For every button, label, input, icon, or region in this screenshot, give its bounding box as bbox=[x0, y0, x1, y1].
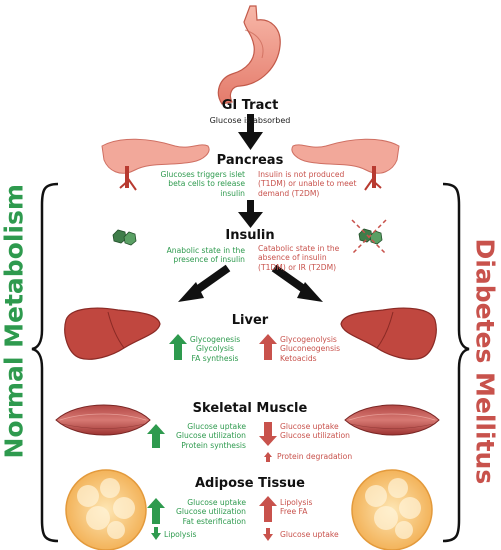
down-left-arrow-icon bbox=[178, 264, 231, 302]
pancreas-diabetes-text: Insulin is not produced (T1DM) or unable… bbox=[258, 170, 368, 198]
up-arrow-icon bbox=[147, 424, 165, 448]
down-right-arrow-icon bbox=[271, 264, 323, 302]
left-brace-icon bbox=[31, 182, 59, 543]
down-arrow-icon bbox=[259, 422, 277, 446]
adipose-normal-down-text: Lipolysis bbox=[164, 530, 197, 539]
insulin-diabetes-line: (T1DM) or IR (T2DM) bbox=[258, 262, 337, 272]
adipose-normal-line: Glucose utilization bbox=[176, 507, 246, 517]
liver-diabetes-line: Glycogenolysis bbox=[280, 335, 337, 344]
up-arrow-icon bbox=[169, 334, 187, 360]
down-arrow-icon bbox=[238, 114, 263, 150]
insulin-normal-text: Anabolic state in the presence of insuli… bbox=[140, 246, 245, 265]
insulin-normal-line: presence of insulin bbox=[173, 255, 245, 265]
muscle-icon bbox=[55, 404, 151, 436]
gi-tract-subtitle: Glucose is absorbed bbox=[209, 116, 291, 125]
pancreas-diabetes-line: (T1DM) or unable to meet bbox=[258, 179, 357, 189]
pancreas-normal-text: Glucoses triggers islet beta cells to re… bbox=[140, 170, 245, 198]
muscle-normal-line: Glucose uptake bbox=[187, 422, 246, 431]
muscle-diabetes-text: Glucose uptake Glucose utilization bbox=[280, 422, 370, 441]
down-arrow-icon bbox=[263, 528, 273, 541]
liver-icon bbox=[340, 307, 437, 360]
muscle-normal-line: Glucose utilization bbox=[176, 431, 246, 441]
stomach-icon bbox=[217, 5, 281, 105]
liver-diabetes-line: Gluconeogensis bbox=[280, 344, 341, 354]
insulin-hexagon-icon bbox=[112, 229, 137, 246]
muscle-normal-text: Glucose uptake Glucose utilization Prote… bbox=[164, 422, 246, 450]
adipose-normal-text: Glucose uptake Glucose utilization Fat e… bbox=[164, 498, 246, 526]
adipose-normal-line: Glucose uptake bbox=[187, 498, 246, 507]
insulin-title: Insulin bbox=[225, 228, 275, 243]
liver-normal-line: FA synthesis bbox=[191, 353, 239, 363]
cross-icon bbox=[351, 219, 387, 255]
liver-diabetes-line: Ketoacids bbox=[280, 353, 317, 363]
normal-metabolism-label: Normal Metabolism bbox=[0, 184, 29, 459]
liver-title: Liver bbox=[231, 313, 269, 328]
muscle-diabetes-line: Glucose uptake bbox=[280, 422, 339, 431]
liver-icon bbox=[64, 307, 161, 360]
muscle-title: Skeletal Muscle bbox=[192, 401, 308, 416]
liver-normal-text: Glycogenesis Glycolysis FA synthesis bbox=[185, 335, 245, 363]
down-arrow-icon bbox=[151, 527, 161, 540]
pancreas-normal-line: Glucoses triggers islet bbox=[160, 170, 245, 179]
pancreas-diabetes-line: demand (T2DM) bbox=[258, 188, 320, 198]
pancreas-normal-line: beta cells to release bbox=[168, 179, 245, 189]
gi-tract-title: GI Tract bbox=[221, 98, 279, 113]
diabetes-mellitus-label: Diabetes Mellitus bbox=[470, 238, 500, 485]
insulin-diabetes-line: absence of insulin bbox=[258, 253, 327, 263]
up-arrow-icon bbox=[264, 452, 272, 462]
pancreas-normal-line: insulin bbox=[220, 188, 245, 198]
pancreas-diabetes-line: Insulin is not produced bbox=[258, 170, 345, 179]
adipose-diabetes-line: Lipolysis bbox=[280, 498, 313, 507]
up-arrow-icon bbox=[259, 334, 277, 360]
muscle-diabetes-up-text: Protein degradation bbox=[277, 452, 353, 461]
adipose-title: Adipose Tissue bbox=[194, 476, 305, 491]
insulin-diabetes-text: Catabolic state in the absence of insuli… bbox=[258, 244, 368, 272]
up-arrow-icon bbox=[259, 496, 277, 522]
muscle-icon bbox=[344, 404, 440, 436]
insulin-normal-line: Anabolic state in the bbox=[166, 246, 245, 255]
fat-cell-icon bbox=[65, 469, 147, 550]
liver-diabetes-text: Glycogenolysis Gluconeogensis Ketoacids bbox=[280, 335, 370, 363]
adipose-diabetes-down-text: Glucose uptake bbox=[280, 530, 339, 539]
down-arrow-icon bbox=[238, 200, 263, 228]
liver-normal-line: Glycolysis bbox=[196, 344, 234, 354]
pancreas-icon bbox=[291, 138, 400, 191]
muscle-diabetes-line: Glucose utilization bbox=[280, 431, 350, 441]
up-arrow-icon bbox=[147, 498, 165, 524]
pancreas-icon bbox=[101, 138, 210, 191]
pancreas-title: Pancreas bbox=[216, 153, 284, 168]
muscle-normal-line: Protein synthesis bbox=[181, 440, 246, 450]
adipose-normal-line: Fat esterification bbox=[182, 516, 246, 526]
adipose-diabetes-text: Lipolysis Free FA bbox=[280, 498, 360, 517]
adipose-diabetes-line: Free FA bbox=[280, 507, 308, 517]
right-brace-icon bbox=[442, 182, 470, 543]
fat-cell-icon bbox=[351, 469, 433, 550]
liver-normal-line: Glycogenesis bbox=[189, 335, 241, 344]
insulin-diabetes-line: Catabolic state in the bbox=[258, 244, 340, 253]
